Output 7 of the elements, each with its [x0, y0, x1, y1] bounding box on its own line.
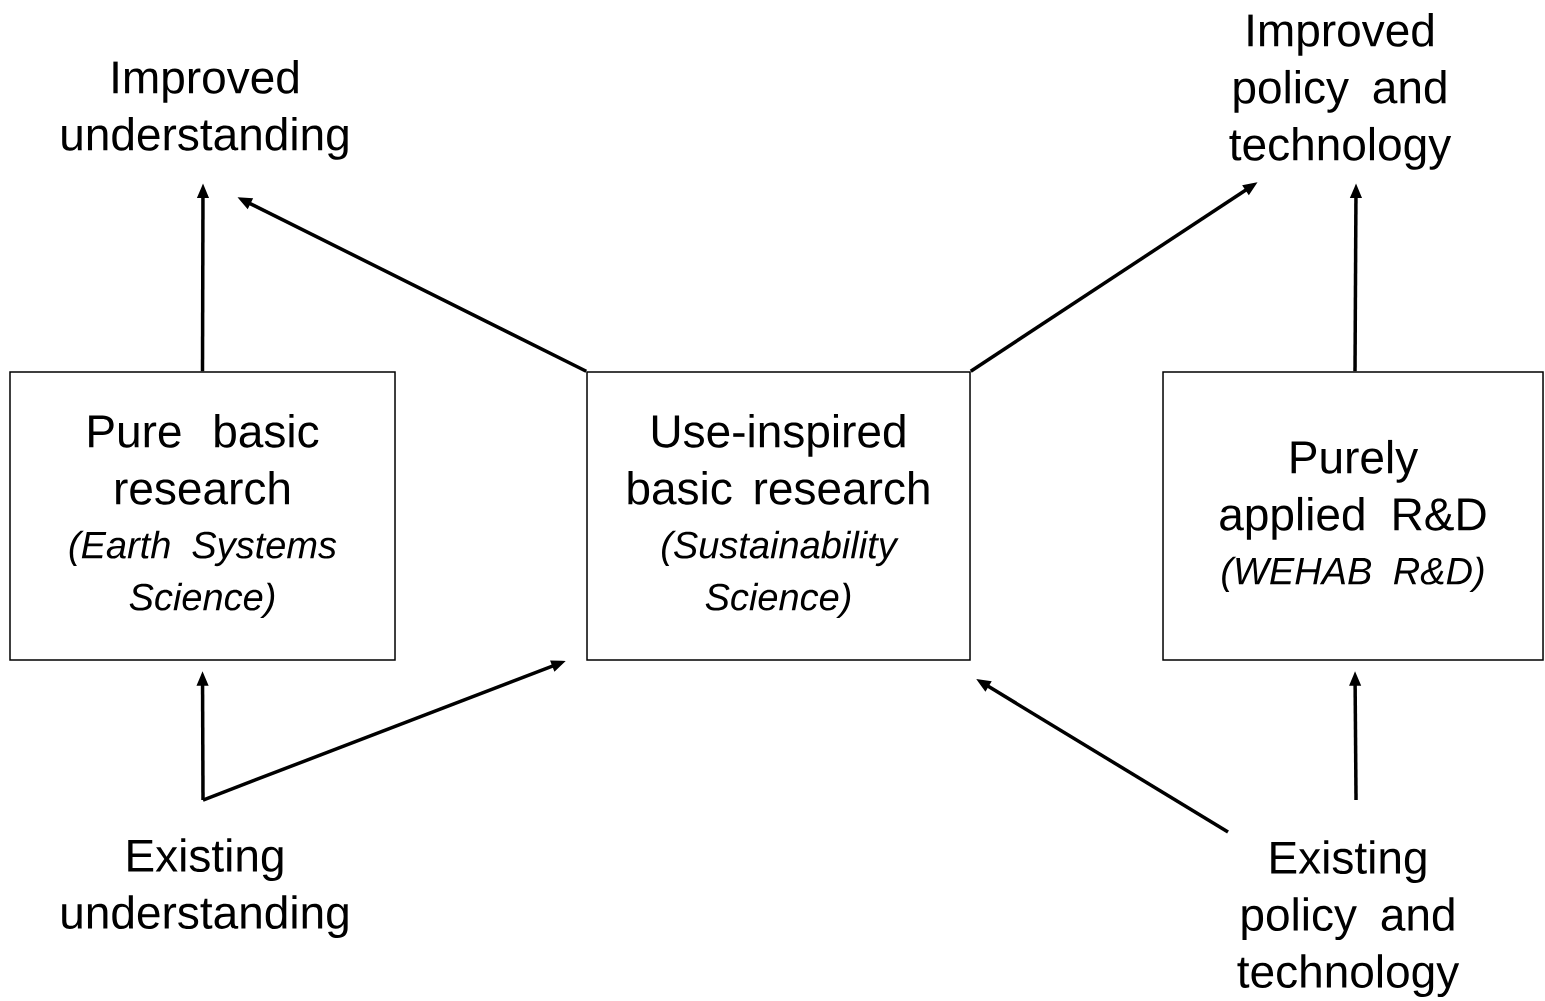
research-box: Use-inspired basic research (Sustainability Science) [586, 371, 971, 661]
text-label: Improved policy and technology [1229, 12, 1452, 170]
text-label: Existing policy and technology [1237, 840, 1460, 998]
text-label: Existing understanding [62, 838, 348, 939]
text-label: Improved understanding [62, 59, 348, 160]
research-box: Pure basic research (Earth Systems Science) [9, 371, 396, 661]
research-box: Purely applied R&D (WEHAB R&D) [1162, 371, 1544, 661]
